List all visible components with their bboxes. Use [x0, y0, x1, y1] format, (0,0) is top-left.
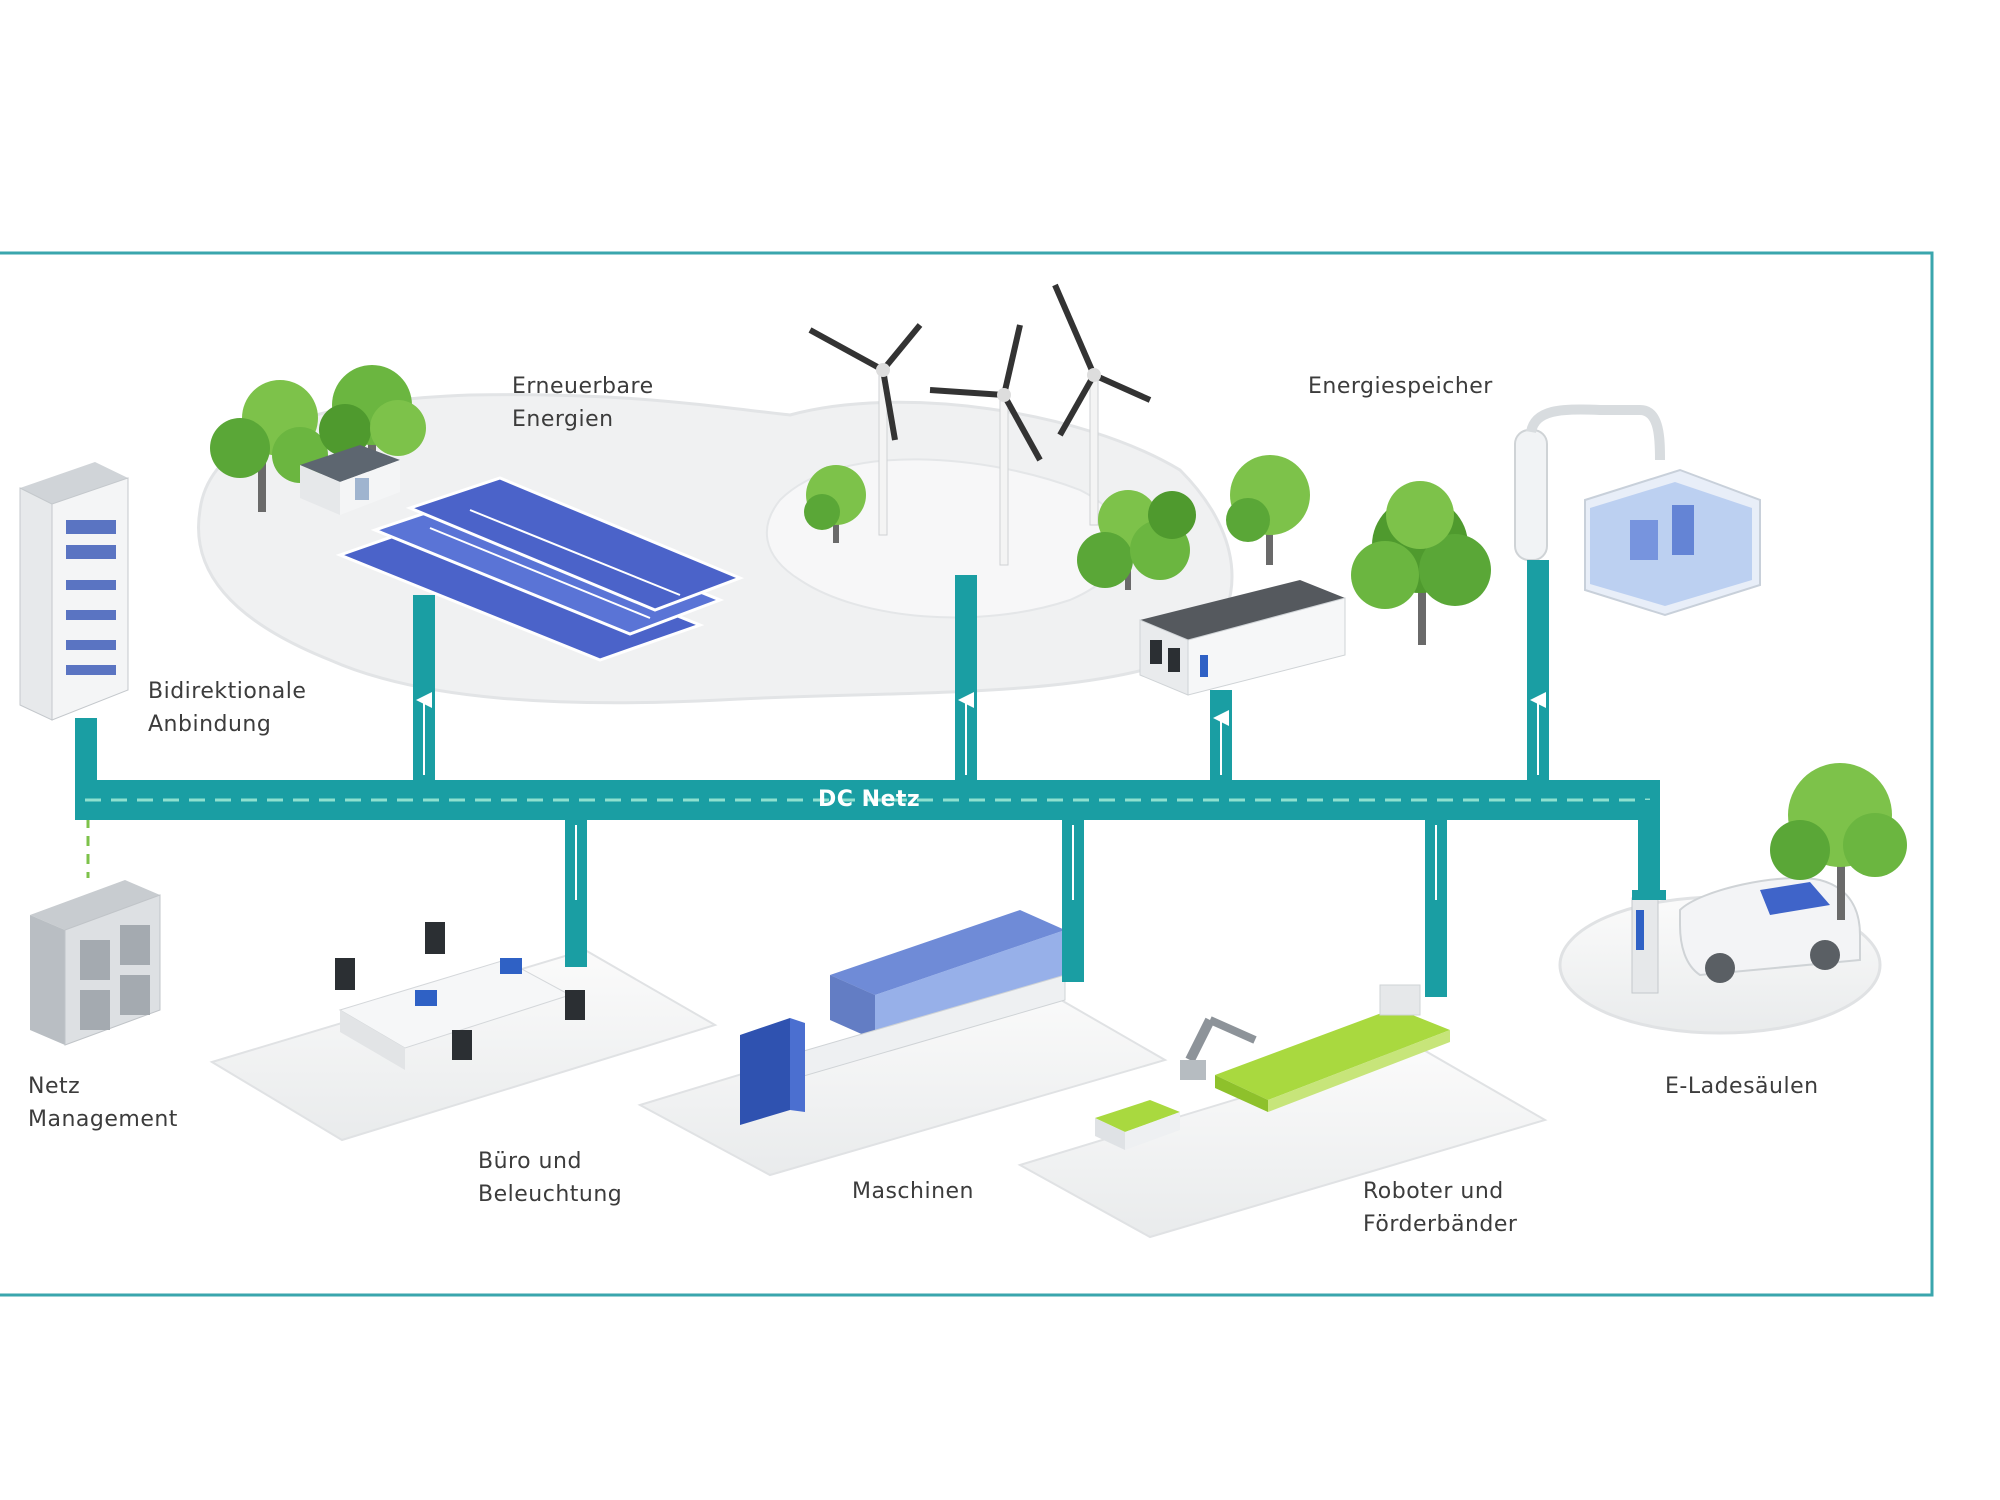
tree-icon [1226, 455, 1310, 565]
solar-panel-icon [335, 476, 745, 662]
bus-connector [413, 595, 435, 783]
diagram-frame [0, 251, 1934, 1297]
bus-connector [1632, 800, 1666, 900]
bus-connector [1527, 560, 1549, 783]
bus-connector [1062, 817, 1084, 982]
tree-icon [1351, 481, 1491, 645]
label-ev-chargers: E-Ladesäulen [1665, 1074, 1819, 1099]
wind-turbine-icon [929, 324, 1043, 566]
bus-connector [955, 575, 977, 783]
label-machines: Maschinen [852, 1179, 974, 1204]
bus-connector [1210, 690, 1232, 783]
controller-module-icon [30, 880, 161, 1046]
tree-icon [210, 380, 328, 512]
robot-conveyor-icon [1017, 984, 1548, 1239]
wind-turbine-icon [808, 323, 923, 536]
tree-icon [1077, 490, 1196, 590]
dc-bus [75, 718, 1660, 820]
battery-container-icon [1139, 580, 1346, 696]
tree-icon [1770, 763, 1907, 920]
switchgear-cabinet-icon [19, 462, 129, 721]
machine-icon [637, 910, 1168, 1177]
label-storage: Energiespeicher [1308, 374, 1493, 399]
bus-connector [565, 817, 587, 967]
service-hut-icon [300, 445, 400, 515]
office-desk-icon [209, 922, 718, 1142]
tree-icon [804, 465, 866, 543]
hydrogen-storage-icon [1514, 404, 1761, 617]
bus-connector [1425, 817, 1447, 997]
wind-turbine-icon [1052, 283, 1152, 526]
ev-charger-icon [1558, 877, 1882, 1035]
dc-grid-label: DC Netz [818, 787, 921, 812]
tree-icon [319, 365, 426, 490]
